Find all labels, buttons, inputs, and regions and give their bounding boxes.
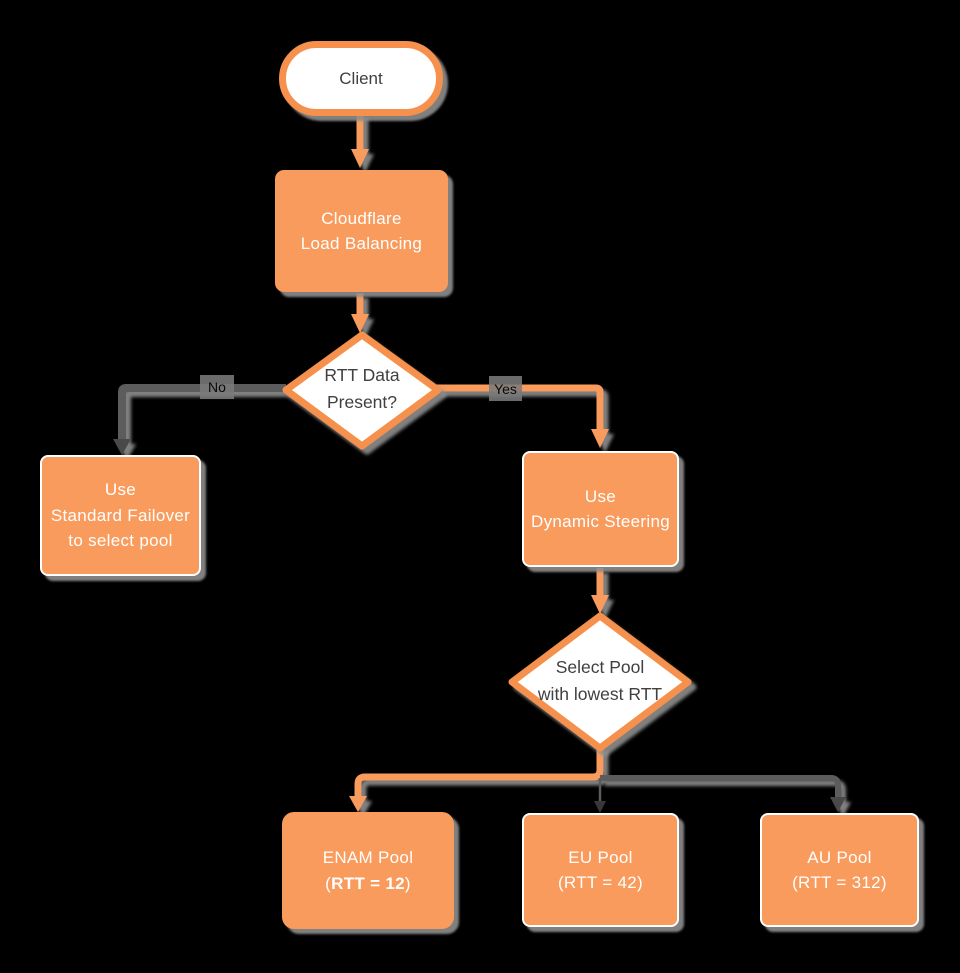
node-enam-pool: ENAM Pool (RTT = 12) (282, 812, 454, 929)
arrowhead-down-icon (113, 439, 131, 455)
enam-rtt-value: RTT = 12 (331, 873, 405, 893)
enam-pool-label: ENAM Pool (RTT = 12) (323, 845, 414, 896)
node-dynamic-steering: Use Dynamic Steering (522, 451, 679, 567)
client-label: Client (339, 68, 383, 88)
node-au-pool: AU Pool (RTT = 312) (760, 813, 919, 927)
standard-failover-label: Use Standard Failover to select pool (50, 480, 191, 551)
edge-steering-to-selectpool (591, 568, 609, 614)
decision-rtt-label: RTT Data Present? (324, 365, 400, 413)
edge-yes-to-steering (436, 384, 609, 448)
node-cloudflare-load-balancing: Cloudflare Load Balancing (275, 170, 448, 292)
dynamic-steering-label: Use Dynamic Steering (531, 486, 670, 532)
edge-selectpool-to-au (600, 775, 846, 812)
enam-pool-name: ENAM Pool (322, 848, 414, 867)
arrowhead-down-icon (591, 429, 609, 448)
edge-client-to-loadbalancer (351, 113, 369, 168)
edge-selectpool-to-eu (594, 778, 606, 813)
arrowhead-down-icon (351, 314, 369, 333)
arrowhead-down-icon (349, 796, 367, 812)
enam-rtt-open: ( (325, 873, 332, 893)
node-standard-failover: Use Standard Failover to select pool (40, 455, 201, 576)
edge-selectpool-to-enam (349, 746, 604, 812)
arrowhead-down-icon (351, 149, 369, 168)
node-client: Client (279, 41, 443, 116)
enam-rtt-close: ) (404, 873, 411, 893)
decision-rtt-data-present (282, 331, 442, 450)
arrowhead-down-icon (594, 801, 606, 813)
edge-label-yes: Yes (489, 376, 522, 401)
eu-pool-label: EU Pool (RTT = 42) (557, 847, 644, 893)
edge-loadbalancer-to-rttdecision (351, 293, 369, 333)
decision-select-pool (508, 612, 692, 752)
decision-select-pool-label: Select Pool with lowest RTT (537, 657, 663, 705)
edge-label-no: No (200, 375, 234, 399)
au-pool-label: AU Pool (RTT = 312) (792, 847, 887, 893)
node-eu-pool: EU Pool (RTT = 42) (522, 813, 679, 927)
arrowhead-down-icon (591, 595, 609, 614)
load-balancer-label: Cloudflare Load Balancing (300, 208, 423, 254)
arrowhead-down-icon (830, 797, 846, 812)
edge-no-to-failover (113, 384, 286, 455)
